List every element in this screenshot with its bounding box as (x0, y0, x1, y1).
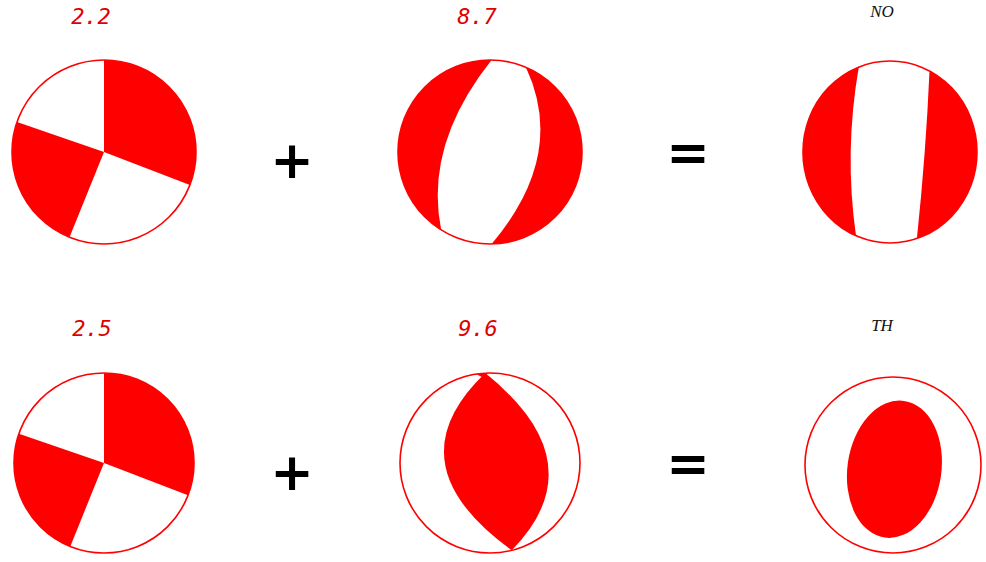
beachball: TH (800, 316, 986, 557)
compression-area (803, 67, 859, 236)
beachball: 8.7 (393, 4, 587, 248)
compression-area (444, 373, 549, 550)
operator-sign: + (270, 134, 314, 186)
compression-area (838, 394, 950, 544)
ball-outline (14, 373, 194, 553)
operator-sign: = (666, 126, 710, 178)
compression-area (14, 434, 104, 547)
focal-mechanism (395, 316, 585, 557)
dilatation-area (438, 60, 541, 244)
beachball: 2.5 (9, 316, 199, 557)
mechanism-label: TH (871, 316, 893, 336)
magnitude-label: 2.2 (71, 4, 111, 30)
ball-outline (398, 60, 582, 244)
operator-sign: = (666, 437, 710, 489)
focal-mechanism (393, 4, 587, 248)
beachball: 2.2 (7, 4, 201, 248)
focal-mechanism (7, 4, 201, 248)
focal-mechanism (800, 316, 986, 557)
compression-area (917, 71, 977, 239)
ball-outline (805, 377, 981, 553)
magnitude-label: 2.5 (72, 316, 112, 342)
compression-area (12, 122, 104, 237)
focal-mechanism (798, 2, 982, 247)
focal-mechanism (9, 316, 199, 557)
compression-area (104, 60, 196, 185)
operator-sign: + (270, 446, 314, 498)
beachball: NO (798, 2, 982, 247)
ball-outline (400, 373, 580, 553)
mechanism-label: NO (870, 2, 894, 22)
ball-outline (803, 61, 977, 243)
compression-area (104, 373, 194, 495)
beachball: 9.6 (395, 316, 585, 557)
ball-outline (12, 60, 196, 244)
magnitude-label: 8.7 (457, 4, 497, 30)
magnitude-label: 9.6 (458, 316, 498, 342)
